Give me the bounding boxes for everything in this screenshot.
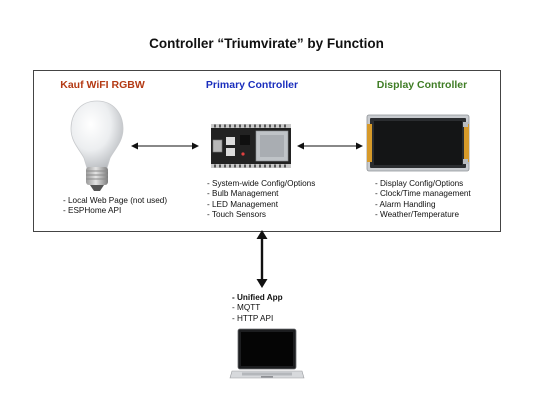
app-primary-arrow: [256, 230, 268, 288]
list-item: - Display Config/Options: [375, 179, 464, 188]
list-item: - Touch Sensors: [207, 209, 267, 219]
list-item: - Alarm Handling: [375, 199, 436, 209]
list-item: - LED Management: [207, 199, 278, 209]
list-item: - System-wide Config/Options: [207, 179, 316, 188]
laptop-icon: [229, 328, 305, 379]
light-bulb-icon: [70, 100, 124, 191]
list-item: - Bulb Management: [207, 189, 279, 199]
display-function-list: - Display Config/Options- Clock/Time man…: [375, 179, 471, 220]
kauf-heading: Kauf WiFI RGBW: [60, 79, 145, 91]
list-item: - Weather/Temperature: [375, 209, 460, 219]
diagram-title: Controller “Triumvirate” by Function: [149, 36, 384, 51]
kauf-primary-arrow: [131, 142, 199, 150]
list-item: - MQTT: [232, 303, 261, 313]
primary-function-list: - System-wide Config/Options- Bulb Manag…: [207, 179, 315, 220]
list-item: - HTTP API: [232, 313, 274, 323]
display-heading: Display Controller: [376, 79, 468, 91]
esp32-board-icon: [211, 124, 291, 168]
list-item: - Local Web Page (not used): [63, 196, 168, 205]
list-item: - ESPHome API: [63, 206, 122, 216]
kauf-function-list: - Local Web Page (not used)- ESPHome API: [63, 196, 167, 217]
controllers-frame: [33, 70, 501, 232]
primary-heading: Primary Controller: [205, 79, 299, 91]
list-item: - Unified App: [232, 293, 283, 302]
app-function-list: - Unified App- MQTT- HTTP API: [232, 293, 283, 324]
list-item: - Clock/Time management: [375, 189, 471, 199]
primary-display-arrow: [297, 142, 363, 150]
display-module-icon: [366, 114, 470, 172]
